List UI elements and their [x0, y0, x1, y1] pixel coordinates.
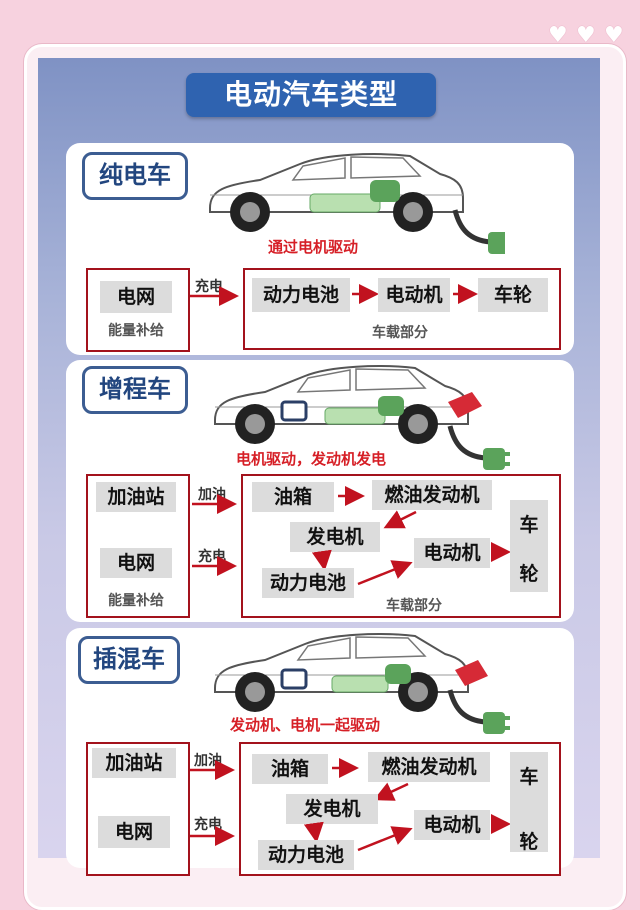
- arrow: [190, 826, 235, 846]
- section-tag: 增程车: [82, 366, 188, 414]
- car-illustration: [214, 633, 510, 740]
- arrow: [332, 758, 359, 778]
- wheel-char: 轮: [519, 563, 539, 585]
- arrow: [373, 782, 409, 801]
- onboard-note: 车载部分: [386, 598, 442, 614]
- caption: 通过电机驱动: [268, 238, 359, 256]
- charge-label: 充电: [194, 817, 222, 833]
- section-tag: 插混车: [78, 636, 180, 684]
- wheel-box: 车 轮: [510, 500, 548, 592]
- arrow: [190, 286, 239, 306]
- arrow: [352, 284, 379, 304]
- motor-box: 电动机: [414, 810, 490, 840]
- arrow: [357, 826, 413, 852]
- arrow: [383, 510, 417, 529]
- grid-box: 电网: [98, 816, 170, 848]
- engine-box: 燃油发动机: [368, 752, 490, 782]
- battery-box: 动力电池: [262, 568, 354, 598]
- arrow: [491, 814, 511, 834]
- wheel-box: 车轮: [478, 278, 548, 312]
- caption: 电机驱动，发动机发电: [236, 450, 387, 468]
- heart-icon: ♥: [604, 23, 624, 48]
- energy-note: 能量补给: [108, 323, 164, 339]
- arrow: [303, 821, 324, 843]
- arrow: [192, 494, 237, 514]
- gas-station-box: 加油站: [92, 748, 176, 778]
- motor-box: 电动机: [414, 538, 490, 568]
- car-illustration: [209, 153, 505, 260]
- grid-box: 电网: [100, 281, 172, 313]
- fuel-tank-box: 油箱: [252, 754, 328, 784]
- charge-label: 充电: [195, 279, 223, 295]
- fuel-tank-box: 油箱: [252, 482, 334, 512]
- generator-box: 发电机: [286, 794, 378, 824]
- generator-box: 发电机: [290, 522, 380, 552]
- motor-box: 电动机: [378, 278, 450, 312]
- heart-icon: ♥: [576, 23, 596, 48]
- arrow: [453, 284, 478, 304]
- wheel-char: 轮: [519, 831, 539, 853]
- arrow: [192, 556, 237, 576]
- arrow: [338, 486, 365, 506]
- engine-box: 燃油发动机: [372, 480, 492, 510]
- wheel-char: 车: [519, 514, 539, 536]
- heart-icon: ♥: [548, 23, 568, 48]
- energy-note: 能量补给: [108, 593, 164, 609]
- onboard-note: 车载部分: [372, 325, 428, 341]
- section-tag: 纯电车: [82, 152, 188, 200]
- hearts-decoration: ♥ ♥ ♥: [548, 23, 624, 48]
- arrow: [357, 560, 413, 586]
- arrow: [190, 760, 235, 780]
- wheel-box: 车 轮: [510, 752, 548, 853]
- battery-box: 动力电池: [252, 278, 350, 312]
- car-illustration: [214, 365, 510, 472]
- wheel-char: 车: [519, 766, 539, 788]
- page-title: 电动汽车类型: [186, 73, 436, 117]
- arrow: [491, 542, 511, 562]
- gas-station-box: 加油站: [96, 482, 176, 512]
- arrow: [311, 549, 332, 571]
- grid-box: 电网: [100, 548, 172, 578]
- caption: 发动机、电机一起驱动: [230, 716, 381, 734]
- battery-box: 动力电池: [258, 840, 354, 870]
